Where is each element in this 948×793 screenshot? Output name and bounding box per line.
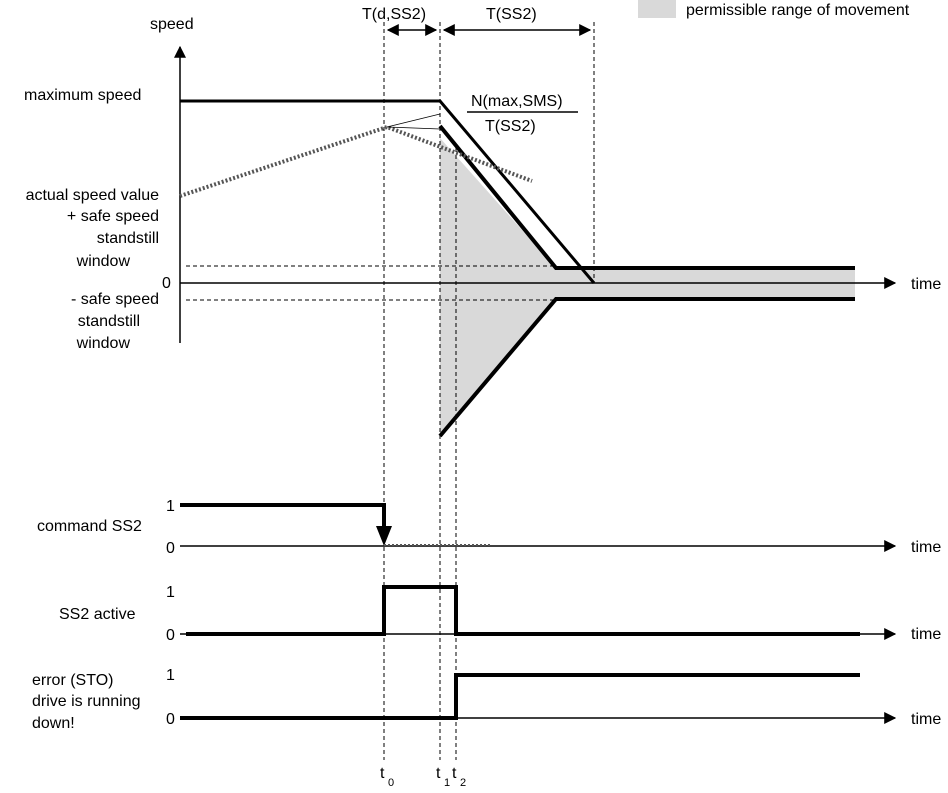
plus-window-label-1: + safe speed xyxy=(67,208,159,225)
actual-speed-curve xyxy=(179,124,533,198)
ss2-active-time-label: time xyxy=(911,626,941,643)
command-ss2-time-label: time xyxy=(911,539,941,556)
slope-numerator: N(max,SMS) xyxy=(471,93,563,110)
minus-window-label-2: standstill xyxy=(78,313,140,330)
command-ss2-label: command SS2 xyxy=(37,518,142,535)
error-label-2: drive is running xyxy=(32,693,141,710)
speed-zero-label: 0 xyxy=(162,275,171,292)
error-time-label: time xyxy=(911,711,941,728)
command-ss2-arrowhead xyxy=(376,526,392,546)
actual-speed-label: actual speed value xyxy=(26,187,160,204)
minus-window-label-3: window xyxy=(76,335,131,352)
ss2-active-low: 0 xyxy=(166,627,175,644)
t1-label: t xyxy=(436,765,441,782)
error-high: 1 xyxy=(166,667,175,684)
t2-sub: 2 xyxy=(460,777,466,789)
plus-window-label-2: standstill xyxy=(97,230,159,247)
ss2-active-label: SS2 active xyxy=(59,606,136,623)
max-speed-ramp xyxy=(439,100,595,284)
speed-time-label: time xyxy=(911,276,941,293)
upper-envelope xyxy=(438,124,855,270)
error-waveform xyxy=(180,673,860,720)
maximum-speed-label: maximum speed xyxy=(24,87,141,104)
ss2-duration-label: T(SS2) xyxy=(486,6,537,23)
delay-label: T(d,SS2) xyxy=(362,6,426,23)
projection-line-2 xyxy=(386,126,441,130)
speed-axis-label: speed xyxy=(150,16,194,33)
error-low: 0 xyxy=(166,711,175,728)
ss2-active-high: 1 xyxy=(166,584,175,601)
t1-sub: 1 xyxy=(444,777,450,789)
slope-denominator: T(SS2) xyxy=(485,118,536,135)
error-label-3: down! xyxy=(32,715,75,732)
t0-label: t xyxy=(380,765,385,782)
minus-window-label-1: - safe speed xyxy=(71,291,159,308)
lower-envelope xyxy=(438,297,855,438)
projection-line xyxy=(386,113,441,128)
ss2-active-waveform xyxy=(186,585,860,636)
command-ss2-waveform xyxy=(180,503,386,540)
legend-label: permissible range of movement xyxy=(686,2,910,19)
error-label-1: error (STO) xyxy=(32,672,113,689)
plus-window-label-3: window xyxy=(76,253,131,270)
t2-label: t xyxy=(452,765,457,782)
permissible-range-area xyxy=(440,138,855,436)
command-ss2-low: 0 xyxy=(166,540,175,557)
t0-sub: 0 xyxy=(388,777,394,789)
legend-swatch xyxy=(638,0,676,18)
command-ss2-high: 1 xyxy=(166,498,175,515)
